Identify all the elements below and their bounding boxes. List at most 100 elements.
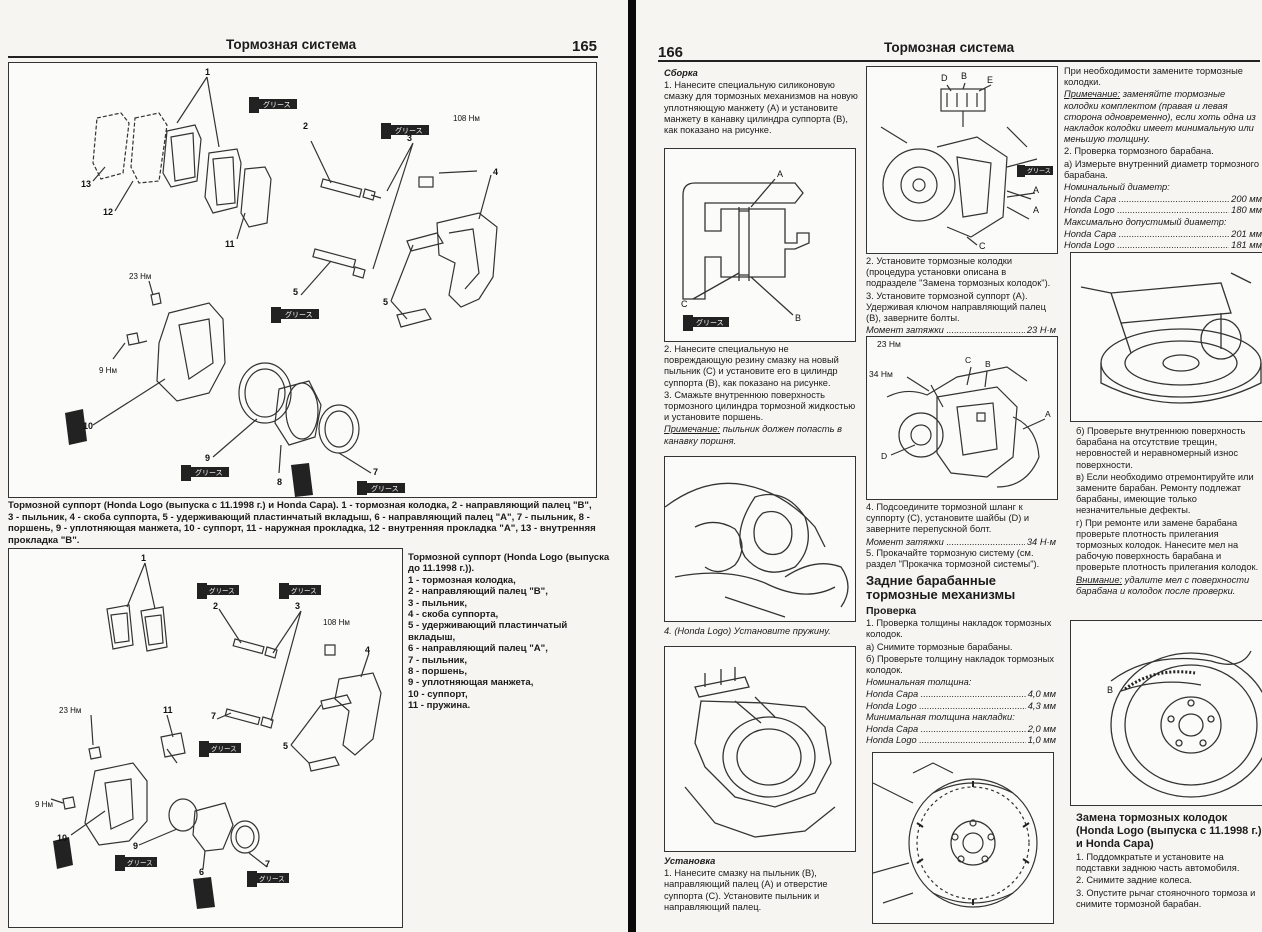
spec-label: Минимальная толщина накладки: — [866, 711, 1015, 722]
fig-label: B — [985, 359, 991, 369]
svg-text:108 Нм: 108 Нм — [453, 114, 480, 123]
svg-text:1: 1 — [141, 553, 146, 563]
svg-text:グリース: グリース — [127, 858, 153, 867]
fig-label: A — [1033, 185, 1039, 195]
svg-text:23 Нм: 23 Нм — [59, 706, 81, 715]
column-1-b: 2. Нанесите специальную не повреждающую … — [664, 344, 858, 448]
drum-measure-figure — [1070, 252, 1262, 422]
svg-text:3: 3 — [407, 133, 412, 143]
check-text: а) Измерьте внутренний диаметр тормозног… — [1064, 158, 1260, 180]
legend-item: 9 - уплотняющая манжета, — [408, 677, 534, 689]
install-step-1: 1. Нанесите смазку на пыльник (В), напра… — [664, 868, 828, 912]
fig-label: 23 Нм — [877, 339, 901, 349]
torque-row: Момент затяжки34 Н·м — [866, 537, 1056, 548]
column-2-b: 4. Подсоедините тормозной шланг к суппор… — [866, 502, 1056, 746]
page-number: 165 — [572, 38, 598, 55]
check-text: г) При ремонте или замене барабана прове… — [1076, 517, 1259, 573]
fig-label: A — [777, 169, 783, 179]
spec-row: Honda Logo1,0 мм — [866, 735, 1056, 746]
replace-title: Замена тормозных колодок (Honda Logo (вы… — [1076, 812, 1262, 850]
check-text: 1. Проверка толщины накладок тормозных к… — [866, 618, 1052, 640]
svg-text:12: 12 — [103, 207, 113, 217]
svg-text:9 Нм: 9 Нм — [99, 366, 117, 375]
drum-brake-figure — [872, 752, 1054, 924]
assembly-title: Сборка — [664, 68, 698, 78]
hose-connect-figure: 23 Нм 34 Нм C B A D — [866, 336, 1058, 500]
figure-svg: B — [1107, 650, 1262, 798]
assembly-step-4: 4. (Honda Logo) Установите пружину. — [664, 626, 831, 636]
figure-svg: グリース D B E A A C — [880, 71, 1053, 251]
column-1: Сборка 1. Нанесите специальную силиконов… — [664, 68, 858, 137]
legend-item: 3 - пыльник, — [408, 597, 468, 609]
fig-label: 34 Нм — [869, 369, 893, 379]
check-text: а) Снимите тормозные барабаны. — [866, 641, 1013, 652]
svg-text:グリース: グリース — [696, 318, 724, 327]
check-text: 2. Проверка тормозного барабана. — [1064, 146, 1214, 157]
attention: Внимание: удалите мел с поверхности бара… — [1076, 574, 1250, 596]
step-text: 4. Подсоедините тормозной шланг к суппор… — [866, 502, 1030, 535]
note: Примечание: заменяйте тормозные колодки … — [1064, 89, 1256, 145]
svg-text:4: 4 — [493, 167, 498, 177]
step-4: 4. (Honda Logo) Установите пружину. — [664, 626, 858, 638]
grease-tags: グリース グリース グリース グリース グリース — [65, 97, 429, 497]
spec-label: Номинальная толщина: — [866, 677, 972, 688]
svg-text:5: 5 — [383, 297, 388, 307]
svg-text:7: 7 — [373, 467, 378, 477]
svg-text:10: 10 — [57, 833, 67, 843]
legend-item: 5 - удерживающий пластинчатый вкладыш, — [408, 620, 568, 643]
svg-text:108 Нм: 108 Нм — [323, 618, 350, 627]
replace-step: 2. Снимите задние колеса. — [1076, 875, 1192, 886]
fig-label: C — [965, 355, 971, 365]
spec-row: Honda Logo180 мм — [1064, 205, 1262, 216]
legend-item: 10 - суппорт, — [408, 688, 468, 700]
header-rule — [658, 60, 1260, 62]
figure-svg: グリース A C B — [681, 169, 810, 331]
page-header-title: Тормозная система — [884, 40, 1015, 55]
spec-row: Honda Logo181 мм — [1064, 240, 1262, 251]
legend-item: 2 - направляющий палец "В", — [408, 586, 548, 598]
fig-label: E — [987, 75, 993, 85]
page-header-title: Тормозная система — [226, 37, 357, 52]
left-page: Тормозная система 165 — [0, 0, 628, 932]
spec-row: Honda Capa200 мм — [1064, 194, 1262, 205]
svg-text:グリース: グリース — [209, 586, 235, 595]
legend-item: 1 - тормозная колодка, — [408, 574, 516, 586]
svg-text:9: 9 — [205, 453, 210, 463]
section-title: Задние барабанные тормозные механизмы — [866, 573, 1016, 603]
svg-text:7: 7 — [211, 711, 216, 721]
spec-row: Honda Logo4,3 мм — [866, 701, 1056, 712]
spec-row: Honda Capa4,0 мм — [866, 689, 1056, 700]
drum-contact-figure: B — [1070, 620, 1262, 806]
check-text: б) Проверьте толщину накладок тормозных … — [866, 653, 1054, 676]
note-label: Примечание: — [664, 424, 721, 435]
svg-text:10: 10 — [83, 421, 93, 431]
svg-text:1: 1 — [205, 67, 210, 77]
fig-label: B — [961, 71, 967, 81]
svg-text:グリース: グリース — [291, 586, 317, 595]
step-text: 2. Установите тормозные колодки (процеду… — [866, 256, 1051, 289]
note: Примечание: пыльник должен попасть в кан… — [664, 424, 858, 446]
spec-row: Honda Capa201 мм — [1064, 229, 1262, 240]
step-text: 5. Прокачайте тормозную систему (см. раз… — [866, 547, 1040, 570]
svg-text:2: 2 — [303, 121, 308, 131]
svg-text:グリース: グリース — [371, 484, 399, 493]
svg-text:9: 9 — [133, 841, 138, 851]
header-rule — [8, 56, 598, 58]
fig-label: B — [795, 313, 801, 323]
svg-text:5: 5 — [283, 741, 288, 751]
svg-text:グリース: グリース — [263, 100, 291, 109]
replace-step: 1. Поддомкратьте и установите на подстав… — [1076, 852, 1240, 874]
legend-item: 8 - поршень, — [408, 666, 468, 678]
svg-text:8: 8 — [277, 477, 282, 487]
figure1-caption: Тормозной суппорт (Honda Logo (выпуска с… — [8, 500, 596, 546]
svg-text:11: 11 — [225, 239, 235, 249]
column-2-a: 2. Установите тормозные колодки (процеду… — [866, 256, 1056, 336]
assembly-step-3: 3. Смажьте внутреннюю поверхность тормоз… — [664, 389, 856, 423]
figure-svg — [684, 667, 836, 838]
figure-svg — [872, 762, 1038, 908]
fig-label: C — [681, 299, 688, 309]
check-text: б) Проверьте внутреннюю поверхность бара… — [1076, 426, 1246, 470]
column-1-install: Установка 1. Нанесите смазку на пыльник … — [664, 856, 858, 914]
